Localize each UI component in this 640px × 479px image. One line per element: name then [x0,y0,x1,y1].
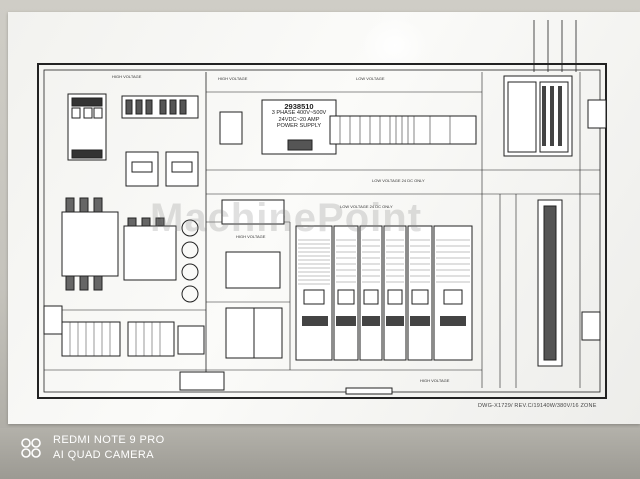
power-supply-label: 2938510 3 PHASE 400V~500V 24VDC~20 AMP P… [262,102,336,130]
drawing-number: DWG-X1729/ REV.C/19140W/380V/16 ZONE [478,403,597,409]
label-low-voltage-dc-mid: LOW VOLTAGE 24 DC ONLY [340,204,393,209]
label-low-voltage-dc: LOW VOLTAGE 24 DC ONLY [372,178,425,183]
label-low-voltage: LOW VOLTAGE [356,76,385,81]
power-supply-line3: POWER SUPPLY [276,123,322,130]
label-high-voltage-top2: HIGH VOLTAGE [218,76,248,81]
camera-model: REDMI NOTE 9 PRO [53,434,165,446]
camera-type: AI QUAD CAMERA [53,449,154,461]
watermark: MachinePoint [150,196,423,240]
inner-frame [43,69,601,393]
light-glare [360,16,430,76]
label-high-voltage-mid: HIGH VOLTAGE [236,234,266,239]
camera-label: REDMI NOTE 9 PRO AI QUAD CAMERA [53,433,165,463]
quad-camera-icon [21,438,41,458]
power-supply-part-no: 2938510 [284,102,314,111]
label-high-voltage-top: HIGH VOLTAGE [112,74,142,79]
camera-watermark-bar [0,428,640,479]
power-supply-line2: 24VDC~20 AMP [278,116,320,123]
label-high-voltage-bottom: HIGH VOLTAGE [420,378,450,383]
outer-frame [37,63,607,399]
power-supply-line1: 3 PHASE 400V~500V [271,110,327,117]
